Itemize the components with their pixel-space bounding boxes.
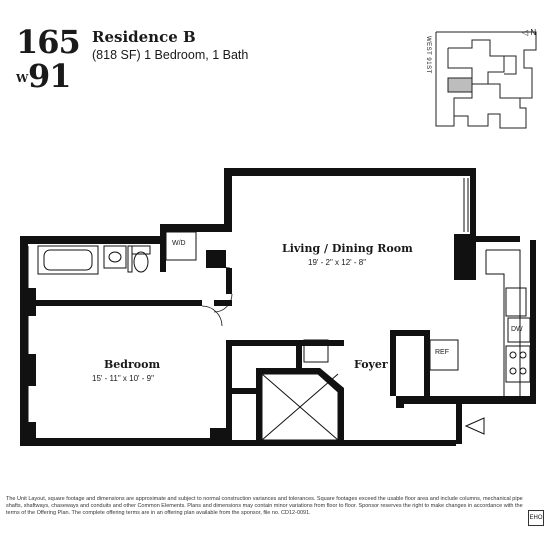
living-room-dims: 19' - 2" x 12' - 8" bbox=[308, 258, 367, 267]
logo-w: W bbox=[16, 72, 29, 85]
logo-number-top: 165 bbox=[16, 23, 81, 61]
washer-dryer-label: W/D bbox=[172, 240, 186, 247]
equal-housing-icon: EHO bbox=[528, 510, 544, 526]
key-plan bbox=[428, 28, 540, 132]
refrigerator-label: REF bbox=[435, 349, 449, 356]
range bbox=[505, 345, 531, 383]
street-label: WEST 91ST bbox=[425, 36, 431, 74]
living-room-label: Living / Dining Room bbox=[282, 242, 413, 255]
bath-fixtures bbox=[37, 231, 197, 275]
logo-number-bottom: 91 bbox=[28, 57, 72, 95]
bathtub bbox=[37, 245, 99, 275]
refrigerator bbox=[429, 339, 459, 371]
toilet-bowl bbox=[133, 251, 149, 273]
residence-subtitle: (818 SF) 1 Bedroom, 1 Bath bbox=[92, 48, 249, 62]
disclaimer-text: The Unit Layout, square footage and dime… bbox=[6, 496, 523, 516]
shaft bbox=[261, 373, 339, 441]
sink bbox=[103, 245, 127, 269]
key-plan-drawing bbox=[435, 31, 537, 129]
building-logo: 165 W 91 bbox=[16, 23, 81, 96]
bedroom-dims: 15' - 11" x 10' - 9" bbox=[92, 374, 154, 383]
dishwasher-label: DW bbox=[511, 326, 523, 333]
closet bbox=[303, 339, 329, 363]
entrance-arrow-icon bbox=[464, 417, 485, 435]
door-swings bbox=[201, 251, 233, 327]
toilet-tank bbox=[131, 245, 151, 255]
dishwasher bbox=[507, 317, 531, 343]
foyer-label: Foyer bbox=[354, 358, 388, 371]
interior-walls bbox=[36, 232, 462, 444]
kitchen-sink bbox=[505, 287, 527, 317]
key-plan-highlight bbox=[447, 77, 473, 93]
kitchen-fixtures bbox=[429, 249, 531, 396]
residence-title: Residence B bbox=[92, 28, 196, 46]
washer-dryer bbox=[165, 231, 197, 261]
windows bbox=[23, 178, 516, 422]
bedroom-label: Bedroom bbox=[104, 358, 161, 371]
